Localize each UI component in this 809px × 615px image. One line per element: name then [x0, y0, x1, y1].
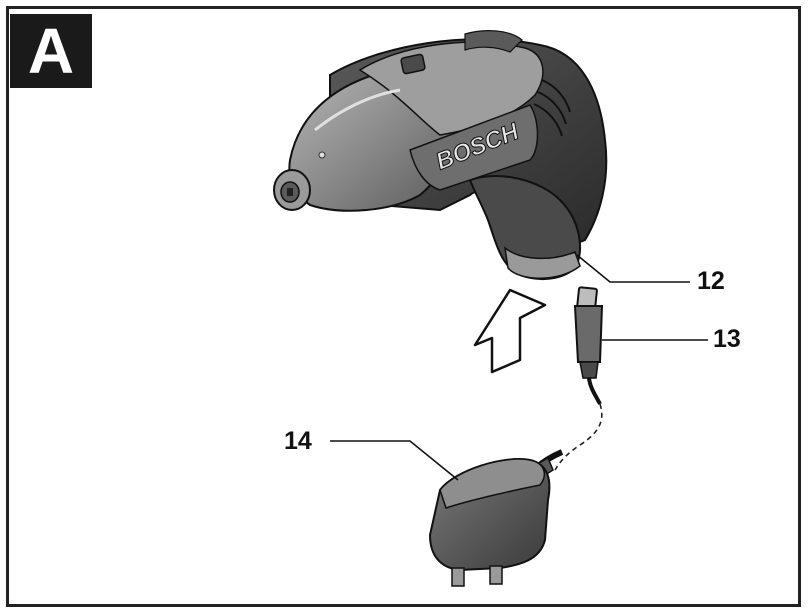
usb-plug	[554, 286, 604, 471]
callout-12: 12	[697, 267, 725, 295]
callout-13: 13	[713, 325, 741, 353]
leader-14	[330, 440, 459, 481]
side-panel	[409, 104, 539, 191]
screwdriver: BOSCH	[273, 30, 608, 281]
upward-arrow-icon	[473, 288, 547, 374]
figure-label: A	[10, 14, 92, 88]
callout-14: 14	[284, 427, 312, 455]
direction-switch	[400, 53, 426, 75]
grip-base	[503, 246, 581, 279]
charger	[428, 449, 564, 587]
leader-lines	[330, 254, 708, 481]
top-grip-ribs	[464, 30, 523, 53]
led-light	[318, 151, 326, 159]
leader-12	[576, 254, 690, 283]
